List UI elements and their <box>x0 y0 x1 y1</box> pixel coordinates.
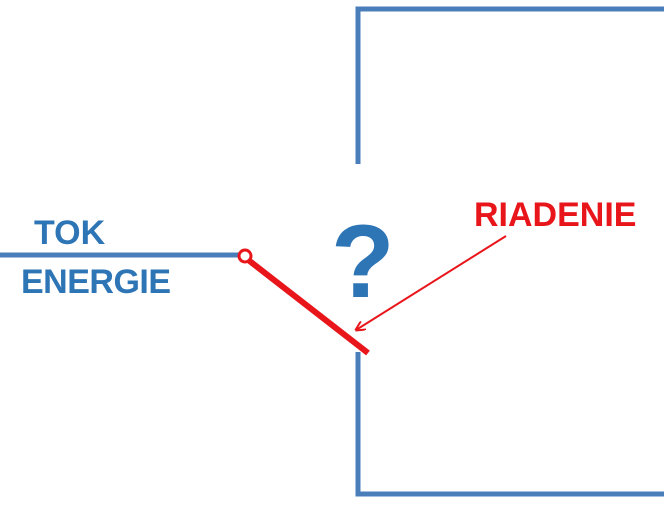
energy-flow-label-line1: TOK <box>34 214 106 252</box>
lower-wire <box>355 352 664 497</box>
control-label: RIADENIE <box>474 196 637 234</box>
switch-lever <box>245 256 370 356</box>
control-arrow <box>356 235 507 330</box>
upper-wire <box>355 6 664 164</box>
switch-pivot-icon <box>237 248 253 264</box>
energy-flow-label-line2: ENERGIE <box>21 263 171 301</box>
question-mark: ? <box>331 204 395 320</box>
